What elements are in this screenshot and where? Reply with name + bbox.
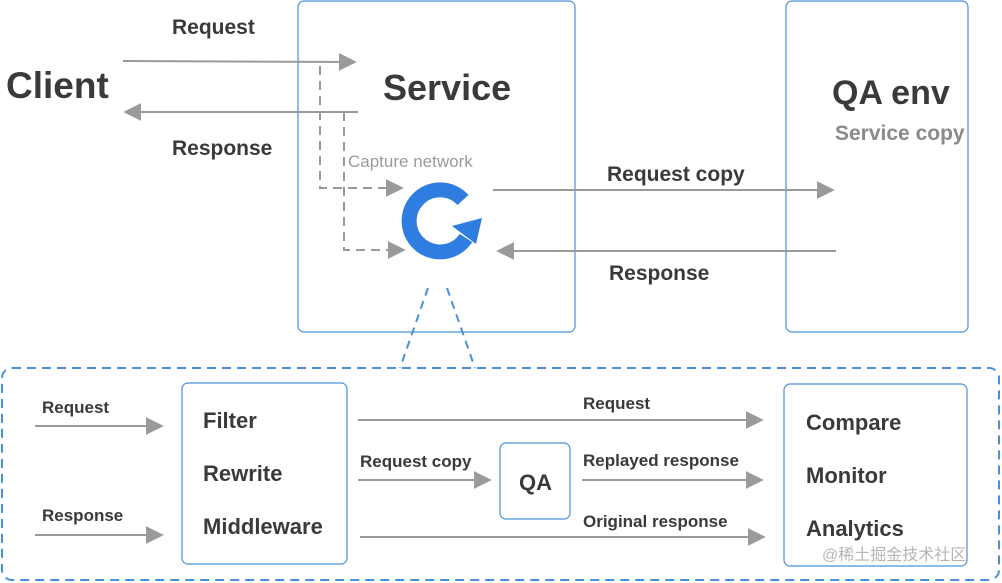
bottom-request-label: Request — [583, 394, 650, 413]
bottom-request-in-label: Request — [42, 398, 109, 417]
rewrite-label: Rewrite — [203, 461, 282, 486]
processing-box — [181, 382, 348, 565]
compare-label: Compare — [806, 410, 901, 435]
capture-logo-icon — [401, 182, 482, 260]
request-label: Request — [172, 16, 255, 39]
service-label: Service — [383, 67, 511, 108]
watermark: @稀土掘金技术社区 — [822, 546, 966, 564]
zoom-line-right — [446, 287, 476, 369]
analysis-box — [783, 383, 968, 567]
qa-label: QA — [519, 470, 552, 495]
client-label: Client — [6, 65, 109, 106]
zoom-line-left — [399, 287, 429, 369]
capture-dashed-line-1 — [319, 66, 404, 197]
service-box — [297, 0, 576, 333]
request-arrow — [122, 52, 357, 71]
response-label: Response — [172, 137, 272, 160]
qa-env-label: QA env — [832, 74, 950, 112]
capture-network-label: Capture network — [348, 152, 473, 171]
qa-response-label: Response — [609, 262, 709, 285]
bottom-response-in-label: Response — [42, 506, 123, 525]
middleware-label: Middleware — [203, 514, 323, 539]
filter-label: Filter — [203, 408, 257, 433]
original-response-label: Original response — [583, 512, 728, 531]
request-copy-label: Request copy — [607, 163, 745, 186]
qa-env-sublabel: Service copy — [835, 122, 965, 145]
detail-frame — [1, 367, 1000, 581]
analytics-label: Analytics — [806, 516, 904, 541]
qa-box — [499, 442, 571, 520]
qa-env-box — [785, 0, 969, 333]
bottom-request-copy-label: Request copy — [360, 452, 472, 471]
replayed-response-label: Replayed response — [583, 451, 739, 470]
monitor-label: Monitor — [806, 463, 887, 488]
capture-dashed-line-2 — [343, 112, 406, 259]
